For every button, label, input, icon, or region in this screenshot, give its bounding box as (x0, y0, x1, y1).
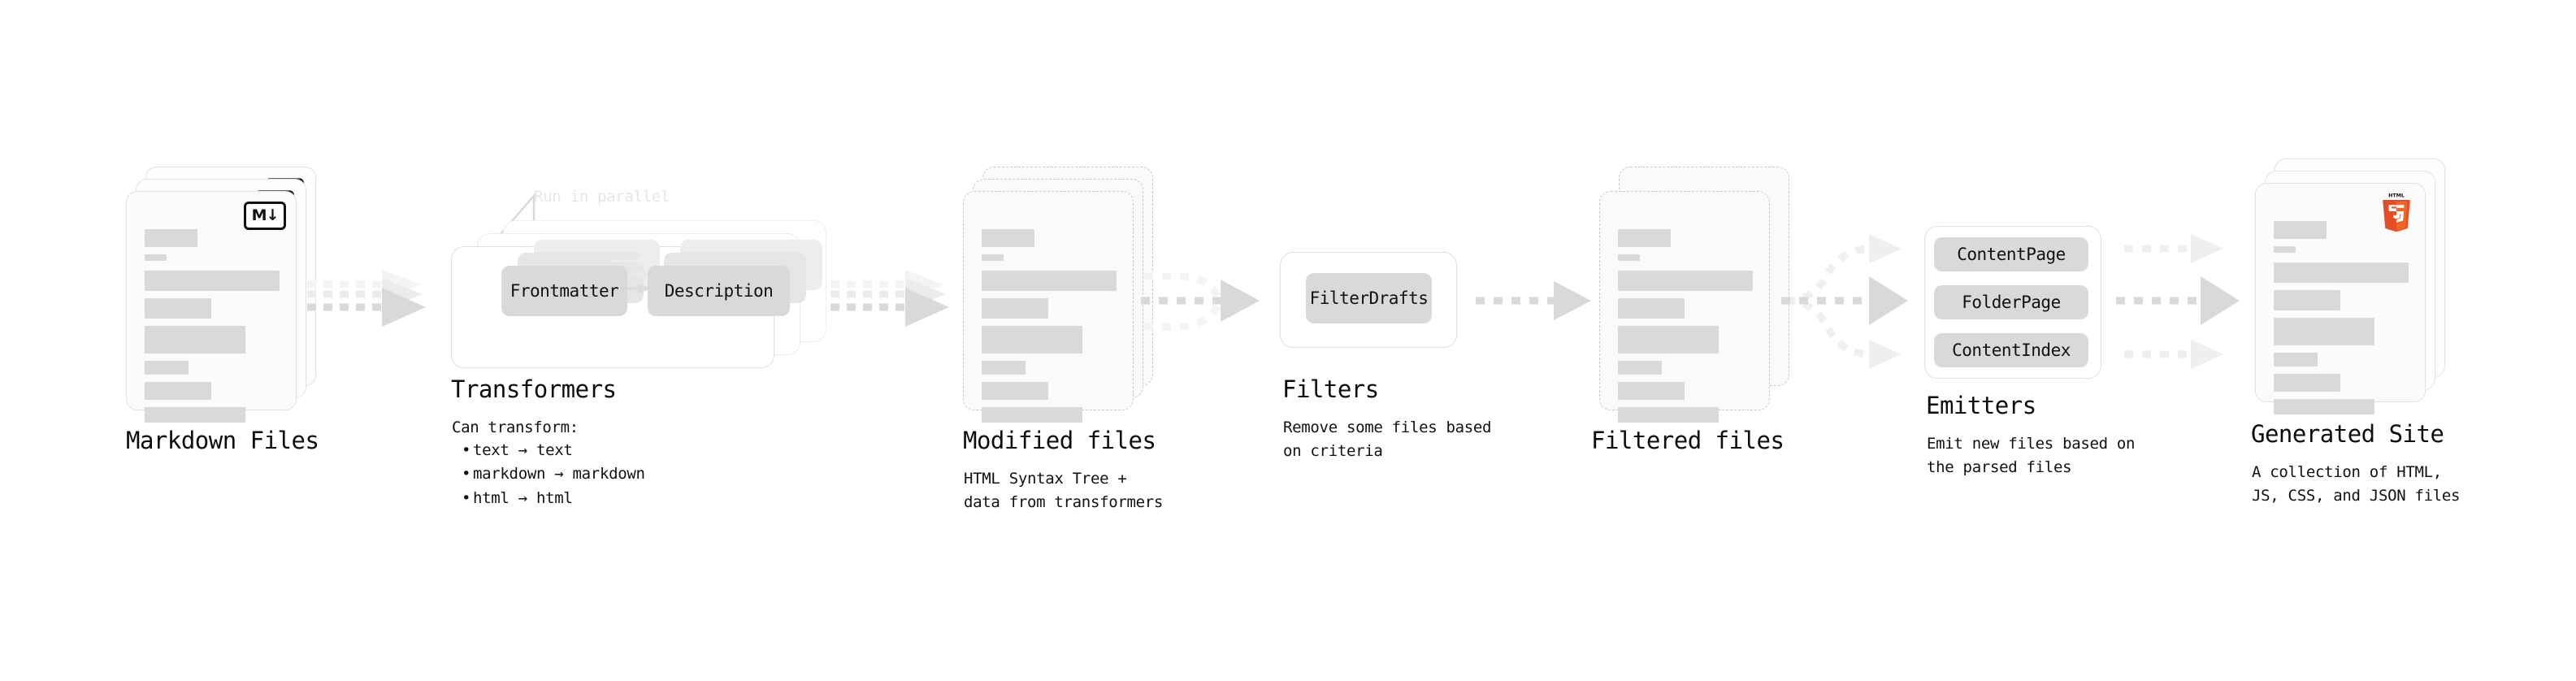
skeleton-bar (1618, 271, 1753, 291)
skeleton-content (982, 229, 1117, 430)
file-card-front: M↓ (126, 191, 297, 423)
skeleton-bar (145, 361, 189, 375)
transformer-chip-description[interactable]: Description (648, 266, 790, 316)
skeleton-bar (2274, 318, 2374, 345)
stage-generated-site: CSS HTML (2255, 158, 2445, 414)
skeleton-bar (1618, 254, 1640, 261)
skeleton-bar (2274, 290, 2340, 310)
file-card-html: HTML (2255, 183, 2426, 414)
filtered-file-stack (1599, 167, 1789, 423)
skeleton-bar (1618, 407, 1719, 423)
skeleton-bar (982, 298, 1048, 319)
skeleton-bar (145, 326, 245, 354)
markdown-icon: M↓ (244, 202, 286, 230)
skeleton-bar (982, 254, 1004, 261)
stage-transformers: Run in parallel Frontmatter Description (443, 188, 826, 368)
label-generated-site: Generated Site (2251, 420, 2444, 448)
skeleton-bar (145, 254, 167, 261)
skeleton-bar (982, 407, 1082, 423)
filters-subtitle: Remove some files based on criteria (1283, 419, 1492, 460)
run-in-parallel-label: Run in parallel (534, 188, 670, 206)
skeleton-bar (145, 382, 211, 400)
skeleton-content (145, 229, 280, 430)
generated-site-subtitle: A collection of HTML, JS, CSS, and JSON … (2252, 463, 2461, 505)
transformers-subtitle: Can transform: (452, 419, 579, 436)
emitter-chip-folderpage[interactable]: FolderPage (1934, 285, 2088, 319)
modified-files-subtitle: HTML Syntax Tree + data from transformer… (964, 470, 1164, 511)
bullet-item: markdown → markdown (460, 462, 645, 487)
skeleton-bar (982, 229, 1034, 247)
label-transformers: Transformers (451, 375, 617, 403)
emitters-subtitle: Emit new files based on the parsed files (1927, 435, 2136, 476)
skeleton-bar (2274, 374, 2340, 392)
file-card-front (963, 191, 1134, 423)
skeleton-bar (1618, 382, 1685, 400)
skeleton-bar (1618, 361, 1662, 375)
skeleton-bar (2274, 246, 2296, 253)
label-filters: Filters (1282, 375, 1379, 403)
skeleton-bar (2274, 221, 2327, 239)
file-card-front (1599, 191, 1770, 423)
arrow-filtered-to-emitters (1778, 234, 1916, 380)
skeleton-content (1618, 229, 1753, 430)
label-markdown-files: Markdown Files (126, 427, 319, 454)
skeleton-bar (982, 361, 1026, 375)
stage-filters: FilterDrafts (1280, 252, 1457, 348)
generated-site-stack: CSS HTML (2255, 158, 2445, 414)
skeleton-bar (982, 326, 1082, 354)
stage-modified-files (963, 167, 1153, 423)
bullet-item: html → html (460, 487, 645, 511)
skeleton-bar (1618, 298, 1685, 319)
skeleton-bar (145, 298, 211, 319)
bullet-item: text → text (460, 439, 645, 463)
label-filtered-files: Filtered files (1591, 427, 1785, 454)
modified-file-stack (963, 167, 1153, 423)
skeleton-bar (982, 271, 1117, 291)
transformers-bullets: text → text markdown → markdown html → h… (460, 439, 645, 511)
filter-chip-filterdrafts[interactable]: FilterDrafts (1306, 273, 1432, 323)
skeleton-content (2274, 221, 2409, 422)
skeleton-bar (145, 271, 280, 291)
arrow-emitters-to-site (2113, 234, 2251, 380)
skeleton-bar (2274, 353, 2318, 367)
skeleton-bar (145, 229, 197, 247)
label-modified-files: Modified files (963, 427, 1156, 454)
arrow-transformers-to-modified (830, 268, 952, 349)
arrow-markdown-to-transformers (307, 268, 429, 349)
stage-filtered-files (1599, 167, 1789, 423)
skeleton-bar (145, 407, 245, 423)
emitter-chip-contentindex[interactable]: ContentIndex (1934, 333, 2088, 367)
html5-icon: HTML (2383, 193, 2410, 232)
stage-markdown-files: M↓ M↓ M↓ (126, 167, 316, 423)
arrow-modified-to-filters (1136, 258, 1266, 356)
stage-emitters: ContentPage FolderPage ContentIndex (1924, 226, 2101, 379)
label-emitters: Emitters (1926, 392, 2036, 419)
skeleton-bar (982, 382, 1048, 400)
svg-text:HTML: HTML (2388, 193, 2405, 199)
skeleton-bar (2274, 262, 2409, 283)
arrow-filters-to-filtered (1472, 276, 1594, 333)
skeleton-bar (1618, 326, 1719, 354)
transformer-chip-frontmatter[interactable]: Frontmatter (501, 266, 627, 316)
skeleton-bar (2274, 399, 2374, 414)
skeleton-bar (1618, 229, 1671, 247)
emitter-chip-contentpage[interactable]: ContentPage (1934, 237, 2088, 271)
markdown-file-stack: M↓ M↓ M↓ (126, 167, 316, 423)
